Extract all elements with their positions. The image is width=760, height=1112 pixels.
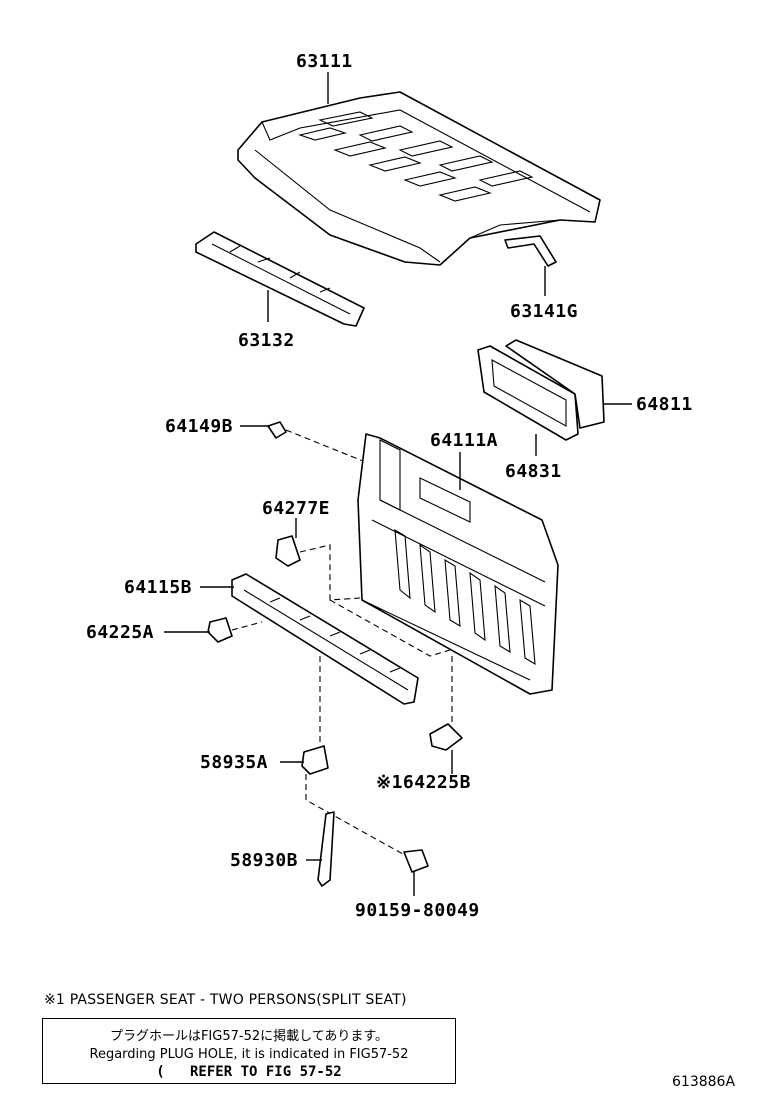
callout-64225b: ※164225B: [376, 772, 471, 793]
reference-line-en: Regarding PLUG HOLE, it is indicated in …: [89, 1047, 409, 1062]
callout-64111a: 64111A: [430, 430, 498, 451]
reference-line-ref: ( REFER TO FIG 57-52: [156, 1064, 342, 1080]
back-window-glass-part: [505, 339, 605, 429]
window-weatherstrip-part: [477, 345, 579, 441]
reference-box: プラグホールはFIG57-52に掲載してあります。 Regarding PLUG…: [42, 1018, 456, 1084]
callout-64831: 64831: [505, 461, 562, 482]
bracket-58935a-part: [301, 745, 329, 775]
callout-63111: 63111: [296, 51, 353, 72]
header-rail-part: [195, 231, 365, 327]
dash-64225a: [231, 621, 263, 631]
reference-line-jp: プラグホールはFIG57-52に掲載してあります。: [109, 1029, 389, 1044]
lower-crossmember-part: [231, 573, 419, 705]
back-panel-part: [357, 433, 559, 695]
callout-90159-80049: 90159-80049: [355, 900, 480, 921]
bracket-64225b-part: [429, 723, 463, 751]
callout-58935a: 58935A: [200, 752, 268, 773]
callout-64811: 64811: [636, 394, 693, 415]
clip-64277e-part: [275, 535, 301, 567]
screw-part: [403, 849, 429, 873]
dash-58935a: [305, 656, 411, 859]
roof-panel-part: [237, 91, 601, 266]
strap-58930b-part: [317, 811, 335, 887]
figure-id: 613886A: [672, 1074, 736, 1090]
bracket-64225a-part: [207, 617, 233, 643]
callout-64149b: 64149B: [165, 416, 233, 437]
callout-58930b: 58930B: [230, 850, 298, 871]
callout-64225a: 64225A: [86, 622, 154, 643]
dash-crossmember: [329, 599, 451, 657]
callout-64277e: 64277E: [262, 498, 330, 519]
callout-63132: 63132: [238, 330, 295, 351]
dash-64277e: [299, 544, 361, 601]
roof-bow-part: [504, 235, 557, 267]
footnote: ※1 PASSENGER SEAT - TWO PERSONS(SPLIT SE…: [44, 992, 407, 1008]
bracket-64149b-part: [267, 421, 287, 439]
callout-64115b: 64115B: [124, 577, 192, 598]
callout-63141g: 63141G: [510, 301, 578, 322]
